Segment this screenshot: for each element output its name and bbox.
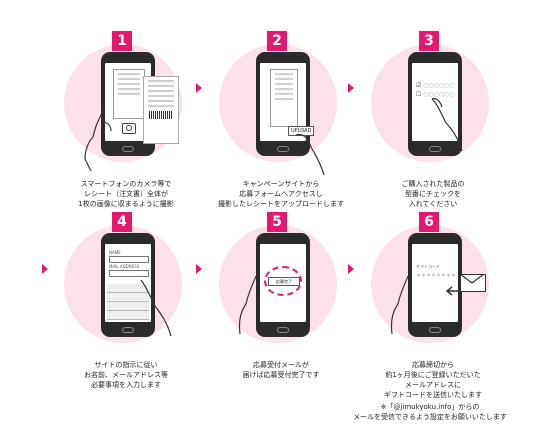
home-button [277,327,289,333]
step-3: 3 ☑ ○○○○○○ ☐ ○○○○○○ ご購入された製品の 型番にチェックを 入… [360,31,530,233]
paper-receipt [143,76,179,144]
step-description: スマートフォンのカメラ等で レシート（注文書）全体が 1枚の画像に収まるように撮… [78,180,174,208]
complete-indicator [264,266,302,296]
name-label: NAME [109,250,121,255]
mail-envelope-icon [459,273,486,292]
mail-field[interactable] [109,270,149,277]
step-6: 6 ギフトコード ＊＊＊＊＊＊＊＊ 応募締切から 約1ヶ月後にご登録いただいた … [353,212,530,421]
step-2: 2 UPLOAD キャンペーンサイトから 応募フォームへアクセスし 撮影したレシ… [208,31,378,233]
hand-icon [295,133,325,176]
arrow-right-icon [348,83,354,93]
step-description: キャンペーンサイトから 応募フォームへアクセスし 撮影したレシートをアップロード… [218,180,344,208]
step-number: 4 [112,212,132,232]
home-button [429,327,441,333]
smartphone: NAME MAIL ADDRESS [101,233,155,337]
phone-screen: NAME MAIL ADDRESS [105,244,151,322]
step-5: 5 応募完了 応募受付メールが 届けば応募受付完了です [208,212,378,414]
arrow-left-icon [445,286,460,296]
camera-icon [122,123,136,134]
step-number: 2 [267,31,287,51]
arrow-right-icon [348,264,354,274]
home-button [277,146,289,152]
receipt-preview [270,69,298,127]
name-field[interactable] [109,256,149,263]
phone-screen: ギフトコード ＊＊＊＊＊＊＊＊ [412,244,458,322]
smartphone [256,52,310,156]
step-number: 5 [267,212,287,232]
gift-code-value: ＊＊＊＊＊＊＊＊ [416,273,457,279]
step-description: 応募受付メールが 届けば応募受付完了です [242,361,320,379]
step-1: 1 スマートフォンのカメラ等で レシート（注文書）全体が 1枚の画像に収まるよう… [53,31,223,233]
hand-icon [140,279,172,337]
home-button [122,327,134,333]
gift-code-label: ギフトコード [416,264,440,269]
hand-icon [238,276,257,335]
hand-icon [84,111,112,171]
smartphone: 応募完了 [256,233,310,337]
step-4: 4 NAME MAIL ADDRESS サイトの指示に従い お名前、メールアドレ… [53,212,223,414]
step-description: ご購入された製品の 型番にチェックを 入れてください [401,180,465,208]
home-button [122,146,134,152]
model-checklist[interactable]: ☑ ○○○○○○ ☐ ○○○○○○ [416,82,455,98]
step-description: サイトの指示に従い お名前、メールアドレス等 必要事項を入力します [84,361,168,389]
step-number: 6 [419,212,439,232]
phone-screen: 応募完了 [260,244,306,322]
complete-label: 応募完了 [268,277,300,286]
mail-label: MAIL ADDRESS [109,264,140,269]
smartphone: ギフトコード ＊＊＊＊＊＊＊＊ [408,233,462,337]
step-description: 応募締切から 約1ヶ月後にご登録いただいた メールアドレスに ギフトコードを送信… [384,361,482,399]
hand-icon [390,276,409,335]
arrow-right-icon [42,264,48,274]
arrow-right-icon [196,264,202,274]
step-number: 3 [419,31,439,51]
arrow-right-icon [196,83,202,93]
mail-notice: ※「@jimukyoku.info」からの メールを受信できるよう設定をお願いい… [353,403,507,421]
home-button [429,146,441,152]
upload-button[interactable]: UPLOAD [288,126,315,136]
barcode-icon [149,111,173,119]
hand-icon [431,97,463,152]
keyboard[interactable] [107,284,149,320]
step-number: 1 [112,31,132,51]
